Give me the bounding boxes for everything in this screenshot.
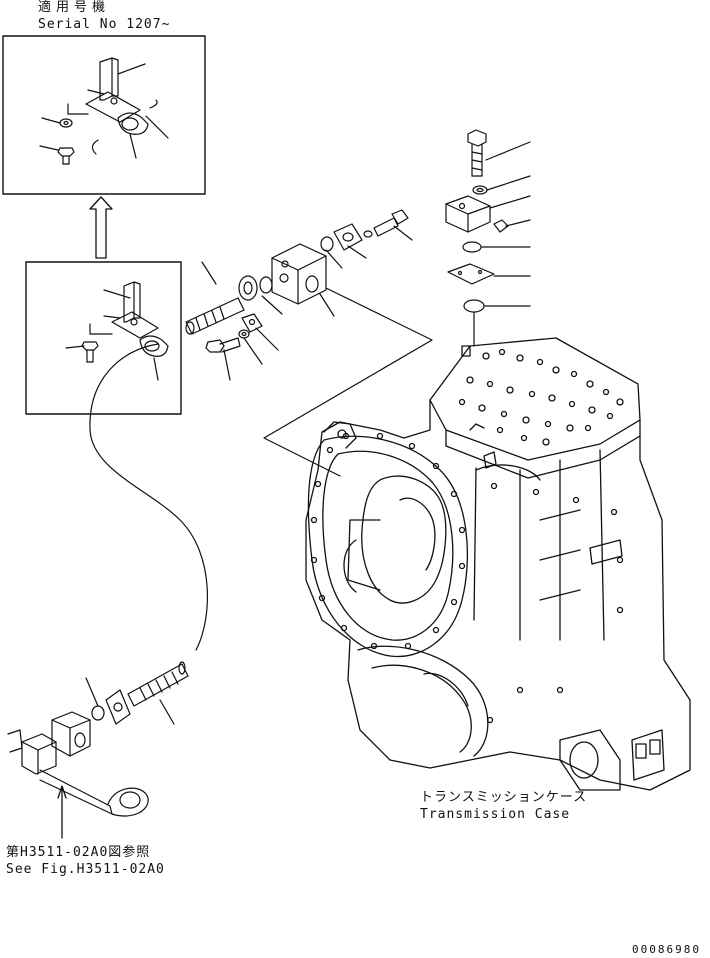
drawing-number: 00086980 bbox=[632, 943, 701, 956]
inset-box-standard bbox=[26, 262, 181, 414]
top-valve-parts bbox=[446, 130, 530, 346]
flange-bolt-holes bbox=[312, 434, 623, 723]
case-label-jp: トランスミッションケース bbox=[420, 790, 588, 805]
inset-box-serial bbox=[3, 36, 205, 194]
serial-note: Serial No 1207~ bbox=[38, 17, 171, 32]
reference-label-jp: 第H3511-02A0図参照 bbox=[6, 845, 151, 860]
transmission-case bbox=[306, 338, 690, 790]
hose-line bbox=[90, 344, 208, 650]
applicable-title: 適用号機 bbox=[38, 0, 111, 15]
breather-assembly bbox=[186, 210, 432, 476]
valve-body-holes bbox=[460, 350, 624, 446]
reference-label-en: See Fig.H3511-02A0 bbox=[6, 862, 165, 877]
up-arrow-icon bbox=[90, 197, 112, 258]
lower-pipe-assembly bbox=[8, 662, 188, 838]
case-label-en: Transmission Case bbox=[420, 807, 571, 822]
